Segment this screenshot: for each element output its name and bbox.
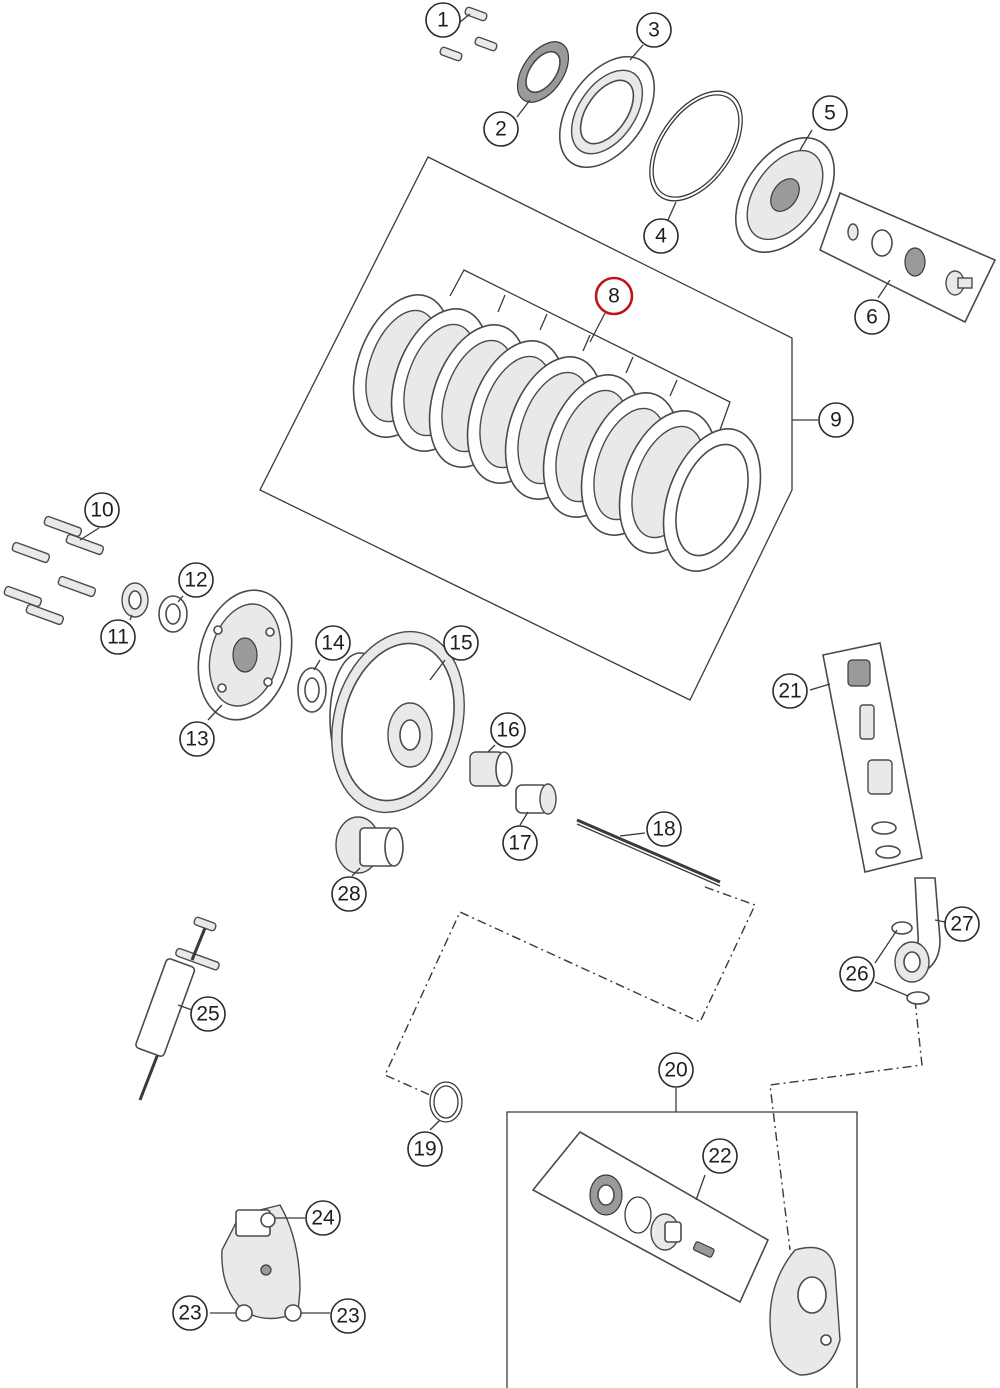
part-10-pins[interactable] xyxy=(3,515,105,626)
dashed-route-18-19 xyxy=(384,886,756,1096)
callout-20[interactable]: 20 xyxy=(658,1052,694,1088)
svg-text:14: 14 xyxy=(321,632,345,655)
callout-28[interactable]: 28 xyxy=(331,876,367,912)
svg-text:23: 23 xyxy=(178,1302,201,1325)
callout-18[interactable]: 18 xyxy=(646,811,682,847)
callout-1[interactable]: 1 xyxy=(425,2,461,38)
svg-text:20: 20 xyxy=(664,1059,687,1082)
svg-text:27: 27 xyxy=(950,913,973,936)
svg-text:17: 17 xyxy=(508,832,531,855)
part-4-ring[interactable] xyxy=(631,75,761,218)
callout-14[interactable]: 14 xyxy=(315,625,351,661)
callout-15[interactable]: 15 xyxy=(443,625,479,661)
part-3-spring-plate[interactable] xyxy=(540,39,673,184)
svg-text:12: 12 xyxy=(184,569,207,592)
dashed-route-26-20 xyxy=(769,999,923,1251)
svg-text:28: 28 xyxy=(337,883,360,906)
part-18-push-rod[interactable] xyxy=(576,818,721,887)
callout-9[interactable]: 9 xyxy=(818,402,854,438)
part-20-slave-cylinder[interactable] xyxy=(506,1088,858,1388)
leader-lines xyxy=(79,13,946,1131)
callout-25[interactable]: 25 xyxy=(190,996,226,1032)
callout-4[interactable]: 4 xyxy=(643,218,679,254)
part-6-bearing-kit[interactable] xyxy=(819,191,997,324)
callout-23-right[interactable]: 23 xyxy=(330,1298,366,1334)
part-16-needle-bearing[interactable] xyxy=(469,751,513,787)
svg-text:13: 13 xyxy=(185,728,208,751)
callout-24[interactable]: 24 xyxy=(305,1200,341,1236)
part-23-24-master-cylinder-cover[interactable] xyxy=(221,1204,302,1322)
svg-text:4: 4 xyxy=(655,225,667,248)
svg-text:2: 2 xyxy=(495,118,507,141)
part-27-banjo-fitting[interactable] xyxy=(894,877,941,983)
svg-text:8: 8 xyxy=(608,285,620,308)
svg-text:25: 25 xyxy=(196,1003,219,1026)
svg-text:9: 9 xyxy=(830,409,842,432)
part-17-bushing[interactable] xyxy=(515,783,557,815)
part-22-piston-kit[interactable] xyxy=(531,1130,770,1304)
part-14-thrust-washer[interactable] xyxy=(297,667,327,713)
svg-text:1: 1 xyxy=(437,9,449,32)
callout-17[interactable]: 17 xyxy=(502,825,538,861)
part-21-bleeder-kit[interactable] xyxy=(822,642,923,873)
svg-text:6: 6 xyxy=(866,306,878,329)
callout-27[interactable]: 27 xyxy=(944,906,980,942)
svg-text:22: 22 xyxy=(708,1145,731,1168)
part-1-screws[interactable] xyxy=(439,6,498,62)
part-15-clutch-basket[interactable] xyxy=(312,617,483,828)
callout-11[interactable]: 11 xyxy=(100,619,136,655)
svg-text:15: 15 xyxy=(449,632,472,655)
callout-3[interactable]: 3 xyxy=(636,12,672,48)
callout-6[interactable]: 6 xyxy=(854,299,890,335)
part-11-nut[interactable] xyxy=(121,582,149,618)
callout-5[interactable]: 5 xyxy=(812,95,848,131)
svg-text:21: 21 xyxy=(778,680,801,703)
svg-text:19: 19 xyxy=(413,1138,436,1161)
callout-2[interactable]: 2 xyxy=(483,111,519,147)
svg-text:26: 26 xyxy=(845,963,868,986)
callout-12[interactable]: 12 xyxy=(178,562,214,598)
svg-text:11: 11 xyxy=(107,626,129,649)
part-28-gear[interactable] xyxy=(335,816,404,874)
callout-26[interactable]: 26 xyxy=(839,956,875,992)
part-2-cap[interactable] xyxy=(507,33,579,112)
callout-19[interactable]: 19 xyxy=(407,1131,443,1167)
part-8-disc-bracket xyxy=(449,269,731,431)
part-5-pressure-plate[interactable] xyxy=(716,120,855,271)
clutch-disc-stack[interactable] xyxy=(335,281,778,584)
part-25-syringe[interactable] xyxy=(135,916,220,1101)
callout-22[interactable]: 22 xyxy=(702,1138,738,1174)
svg-text:10: 10 xyxy=(90,499,113,522)
svg-text:23: 23 xyxy=(336,1305,359,1328)
svg-text:3: 3 xyxy=(648,19,660,42)
svg-text:16: 16 xyxy=(496,719,519,742)
svg-text:5: 5 xyxy=(824,102,836,125)
svg-text:18: 18 xyxy=(652,818,675,841)
part-12-lock-washer[interactable] xyxy=(158,595,188,633)
part-19-o-ring[interactable] xyxy=(429,1081,463,1123)
callout-10[interactable]: 10 xyxy=(84,492,120,528)
callout-23-left[interactable]: 23 xyxy=(172,1295,208,1331)
part-9-disc-set-box xyxy=(259,156,793,701)
callout-13[interactable]: 13 xyxy=(179,721,215,757)
svg-text:24: 24 xyxy=(311,1207,335,1230)
callout-16[interactable]: 16 xyxy=(490,712,526,748)
callout-21[interactable]: 21 xyxy=(772,673,808,709)
callout-8[interactable]: 8 xyxy=(594,276,634,316)
part-13-inner-hub[interactable] xyxy=(184,580,305,731)
